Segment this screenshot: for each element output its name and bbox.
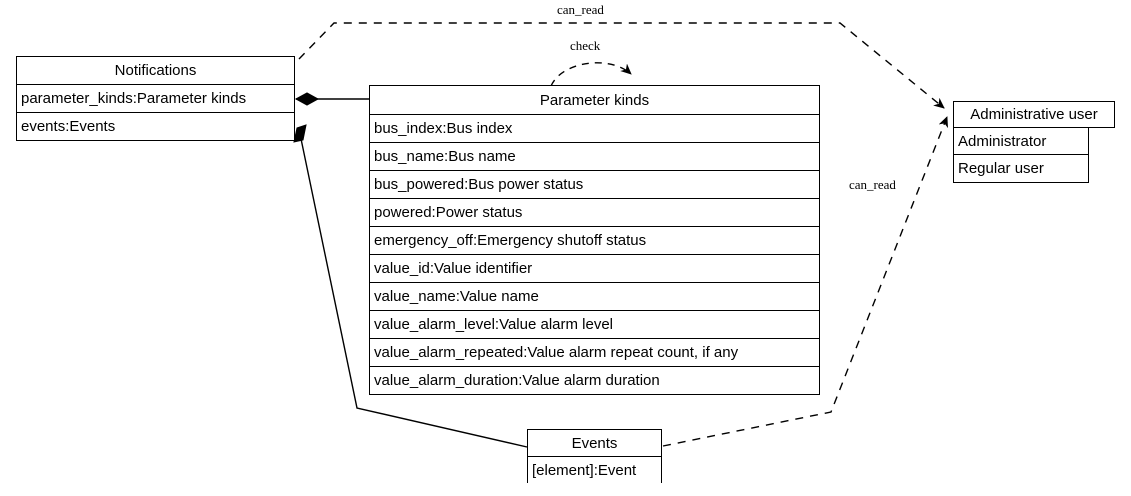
class-attribute-row: value_id:Value identifier bbox=[370, 255, 819, 283]
class-attribute-row: Administrator bbox=[954, 128, 1088, 155]
class-title-parameter-kinds: Parameter kinds bbox=[370, 86, 819, 115]
class-attribute-row: value_alarm_duration:Value alarm duratio… bbox=[370, 367, 819, 394]
class-box-administrative-user[interactable]: Administrative user Administrator Regula… bbox=[953, 101, 1115, 183]
class-title-events: Events bbox=[528, 430, 661, 457]
class-attribute-row: value_alarm_level:Value alarm level bbox=[370, 311, 819, 339]
edge-parameter-kinds-check bbox=[550, 62, 632, 87]
class-title-notifications: Notifications bbox=[17, 57, 294, 85]
class-attribute-row: emergency_off:Emergency shutoff status bbox=[370, 227, 819, 255]
class-box-events[interactable]: Events [element]:Event bbox=[527, 429, 662, 483]
edge-label-can-read-bottom: can_read bbox=[849, 177, 896, 192]
class-attribute-row: value_alarm_repeated:Value alarm repeat … bbox=[370, 339, 819, 367]
diamond-events bbox=[293, 124, 307, 143]
class-attribute-row: bus_name:Bus name bbox=[370, 143, 819, 171]
class-box-notifications[interactable]: Notifications parameter_kinds:Parameter … bbox=[16, 56, 295, 141]
class-attribute-row: powered:Power status bbox=[370, 199, 819, 227]
class-attribute-row: [element]:Event bbox=[528, 457, 661, 483]
class-attribute-row: bus_powered:Bus power status bbox=[370, 171, 819, 199]
class-attribute-row: bus_index:Bus index bbox=[370, 115, 819, 143]
class-box-parameter-kinds[interactable]: Parameter kinds bus_index:Bus index bus_… bbox=[369, 85, 820, 395]
class-attribute-row: events:Events bbox=[17, 113, 294, 140]
diamond-parameter-kinds bbox=[294, 92, 320, 106]
edge-label-check: check bbox=[570, 38, 601, 53]
class-attribute-row: parameter_kinds:Parameter kinds bbox=[17, 85, 294, 113]
class-attribute-row: Regular user bbox=[954, 155, 1088, 182]
class-attribute-row: value_name:Value name bbox=[370, 283, 819, 311]
class-title-administrative-user: Administrative user bbox=[953, 101, 1115, 128]
enum-values-administrative-user: Administrator Regular user bbox=[953, 127, 1089, 183]
edge-label-can-read-top: can_read bbox=[557, 2, 604, 17]
